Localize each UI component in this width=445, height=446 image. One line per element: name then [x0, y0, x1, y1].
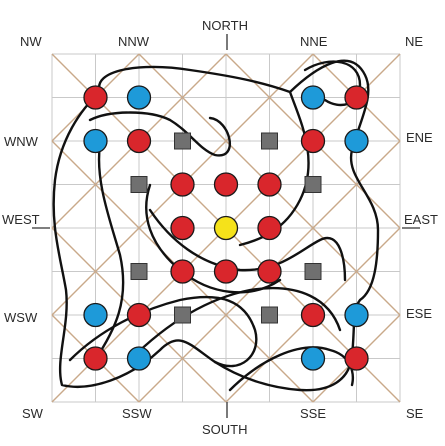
blue-piece[interactable] [126, 85, 152, 110]
curve-left-inner [93, 143, 125, 362]
curve-right-upper [238, 90, 310, 247]
label-south: SOUTH [202, 422, 248, 437]
red-piece[interactable] [170, 172, 195, 197]
label-west: WEST [2, 212, 40, 227]
red-piece[interactable] [170, 215, 195, 241]
label-ssw: SSW [122, 406, 152, 421]
square-marker[interactable] [174, 132, 191, 150]
red-piece[interactable] [257, 259, 282, 284]
red-piece[interactable] [213, 172, 239, 197]
red-piece[interactable] [83, 346, 108, 371]
label-nne: NNE [300, 34, 328, 49]
red-piece[interactable] [300, 302, 326, 328]
blue-piece[interactable] [300, 85, 326, 110]
square-marker[interactable] [304, 263, 322, 280]
label-north: NORTH [202, 18, 248, 33]
label-sw: SW [22, 406, 44, 421]
label-nnw: NNW [118, 34, 150, 49]
label-east: EAST [404, 212, 438, 227]
square-marker[interactable] [130, 263, 148, 280]
label-sse: SSE [300, 406, 326, 421]
red-piece[interactable] [300, 128, 326, 154]
label-ne: NE [405, 34, 423, 49]
red-piece[interactable] [344, 346, 369, 371]
curve-lower-middle [128, 286, 342, 362]
square-marker[interactable] [261, 306, 278, 324]
yellow-piece[interactable] [213, 215, 239, 241]
curve-upper-left [88, 111, 231, 157]
pieces [83, 85, 369, 371]
curve-center-right [148, 208, 347, 282]
label-se: SE [406, 406, 424, 421]
square-marker[interactable] [174, 306, 191, 324]
red-piece[interactable] [213, 259, 239, 284]
red-piece[interactable] [170, 259, 195, 284]
red-piece[interactable] [126, 302, 152, 328]
square-marker[interactable] [261, 132, 278, 150]
blue-piece[interactable] [83, 302, 108, 328]
red-piece[interactable] [126, 128, 152, 154]
red-piece[interactable] [83, 85, 108, 110]
square-marker[interactable] [130, 176, 148, 193]
red-piece[interactable] [257, 215, 282, 241]
curve-lower-left [68, 295, 258, 368]
label-ene: ENE [406, 130, 433, 145]
blue-piece[interactable] [344, 128, 369, 154]
blue-piece[interactable] [344, 302, 369, 328]
curve-top-right-loop [303, 60, 362, 107]
square-marker[interactable] [304, 176, 322, 193]
red-piece[interactable] [344, 85, 369, 110]
label-wnw: WNW [4, 134, 39, 149]
label-ese: ESE [406, 306, 432, 321]
blue-piece[interactable] [300, 346, 326, 371]
curve-bottom-right [228, 346, 354, 392]
label-nw: NW [20, 34, 42, 49]
label-wsw: WSW [4, 310, 38, 325]
blue-piece[interactable] [83, 128, 108, 154]
red-piece[interactable] [257, 172, 282, 197]
blue-piece[interactable] [126, 346, 152, 371]
